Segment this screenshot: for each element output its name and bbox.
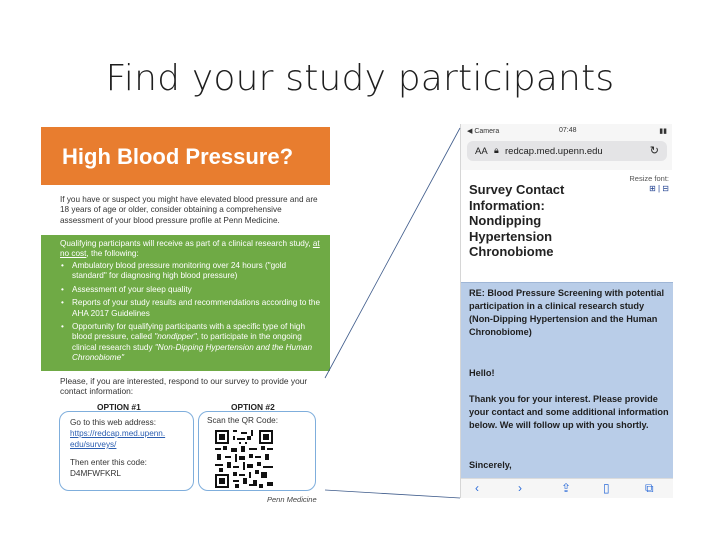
bullet-icon: • xyxy=(61,322,64,332)
share-icon[interactable]: ⇪ xyxy=(561,481,572,495)
battery-icon: ▮▮ xyxy=(659,128,667,135)
resize-font-label: Resize font: xyxy=(629,174,669,183)
browser-toolbar: ‹ › ⇪ ▯ ⧉ xyxy=(461,478,673,498)
resize-font-icons[interactable]: ⊞ | ⊟ xyxy=(649,184,669,193)
bullet-icon: • xyxy=(61,284,64,294)
flyer-header: High Blood Pressure? xyxy=(41,127,330,185)
status-carrier: ◀ Camera xyxy=(467,128,500,135)
code-label: Then enter this code: xyxy=(70,458,147,467)
list-item: •Assessment of your sleep quality xyxy=(61,284,192,294)
status-bar: ◀ Camera 07:48 ▮▮ xyxy=(461,124,673,138)
forward-icon[interactable]: › xyxy=(518,481,522,495)
list-item: •Ambulatory blood pressure monitoring ov… xyxy=(61,261,287,281)
penn-medicine-logo: Penn Medicine xyxy=(267,495,317,504)
phone-screenshot: ◀ Camera 07:48 ▮▮ AA 🔒︎ redcap.med.upenn… xyxy=(460,124,673,498)
scan-label: Scan the QR Code: xyxy=(207,416,278,425)
survey-code: D4MFWFKRL xyxy=(70,469,121,478)
qr-code-icon xyxy=(215,430,273,488)
benefit-list: •Ambulatory blood pressure monitoring ov… xyxy=(60,261,322,367)
bookmarks-icon[interactable]: ▯ xyxy=(603,481,610,495)
connector-line-top xyxy=(324,127,461,379)
survey-sincerely: Sincerely, xyxy=(469,460,512,470)
flyer: High Blood Pressure? If you have or susp… xyxy=(41,127,330,507)
survey-title: Survey Contact Information: Nondipping H… xyxy=(469,182,565,260)
survey-header: Resize font: ⊞ | ⊟ Survey Contact Inform… xyxy=(461,170,673,282)
connector-line-bottom xyxy=(324,489,461,499)
url-text[interactable]: redcap.med.upenn.edu xyxy=(505,146,603,157)
option1-box: Go to this web address: https://redcap.m… xyxy=(59,411,194,491)
list-item: •Reports of your study results and recom… xyxy=(61,298,321,318)
survey-link-cont[interactable]: edu/surveys/ xyxy=(70,440,117,449)
tabs-icon[interactable]: ⧉ xyxy=(645,481,654,495)
lock-icon: 🔒︎ xyxy=(494,145,499,155)
survey-re-text: RE: Blood Pressure Screening with potent… xyxy=(469,288,665,337)
url-bar[interactable]: AA 🔒︎ redcap.med.upenn.edu ↻ xyxy=(467,141,667,161)
bullet-icon: • xyxy=(61,298,64,308)
status-time: 07:48 xyxy=(559,127,577,134)
text-size-button[interactable]: AA xyxy=(475,146,488,157)
back-icon[interactable]: ‹ xyxy=(475,481,479,495)
flyer-benefits-panel: Qualifying participants will receive as … xyxy=(41,235,330,371)
survey-intro-panel: RE: Blood Pressure Screening with potent… xyxy=(461,282,673,478)
web-address-label: Go to this web address: xyxy=(70,418,157,427)
flyer-title: High Blood Pressure? xyxy=(62,144,294,169)
survey-thanks: Thank you for your interest. Please prov… xyxy=(469,394,669,430)
resize-font-control: Resize font: ⊞ | ⊟ xyxy=(629,174,669,193)
benefits-lead: Qualifying participants will receive as … xyxy=(60,239,320,259)
slide-title: Find your study participants xyxy=(105,58,615,99)
reload-icon[interactable]: ↻ xyxy=(649,145,659,157)
no-cost-emphasis: at no cost xyxy=(60,239,320,259)
survey-link[interactable]: https://redcap.med.upenn. xyxy=(70,429,166,438)
option1-label: OPTION #1 xyxy=(97,402,141,412)
bullet-icon: • xyxy=(61,261,64,270)
list-item: •Opportunity for qualifying participants… xyxy=(61,322,313,363)
survey-hello: Hello! xyxy=(469,368,495,378)
respond-prompt: Please, if you are interested, respond t… xyxy=(60,376,308,397)
option2-box: Scan the QR Code: xyxy=(198,411,316,491)
flyer-intro: If you have or suspect you might have el… xyxy=(60,195,318,225)
option2-label: OPTION #2 xyxy=(231,402,275,412)
